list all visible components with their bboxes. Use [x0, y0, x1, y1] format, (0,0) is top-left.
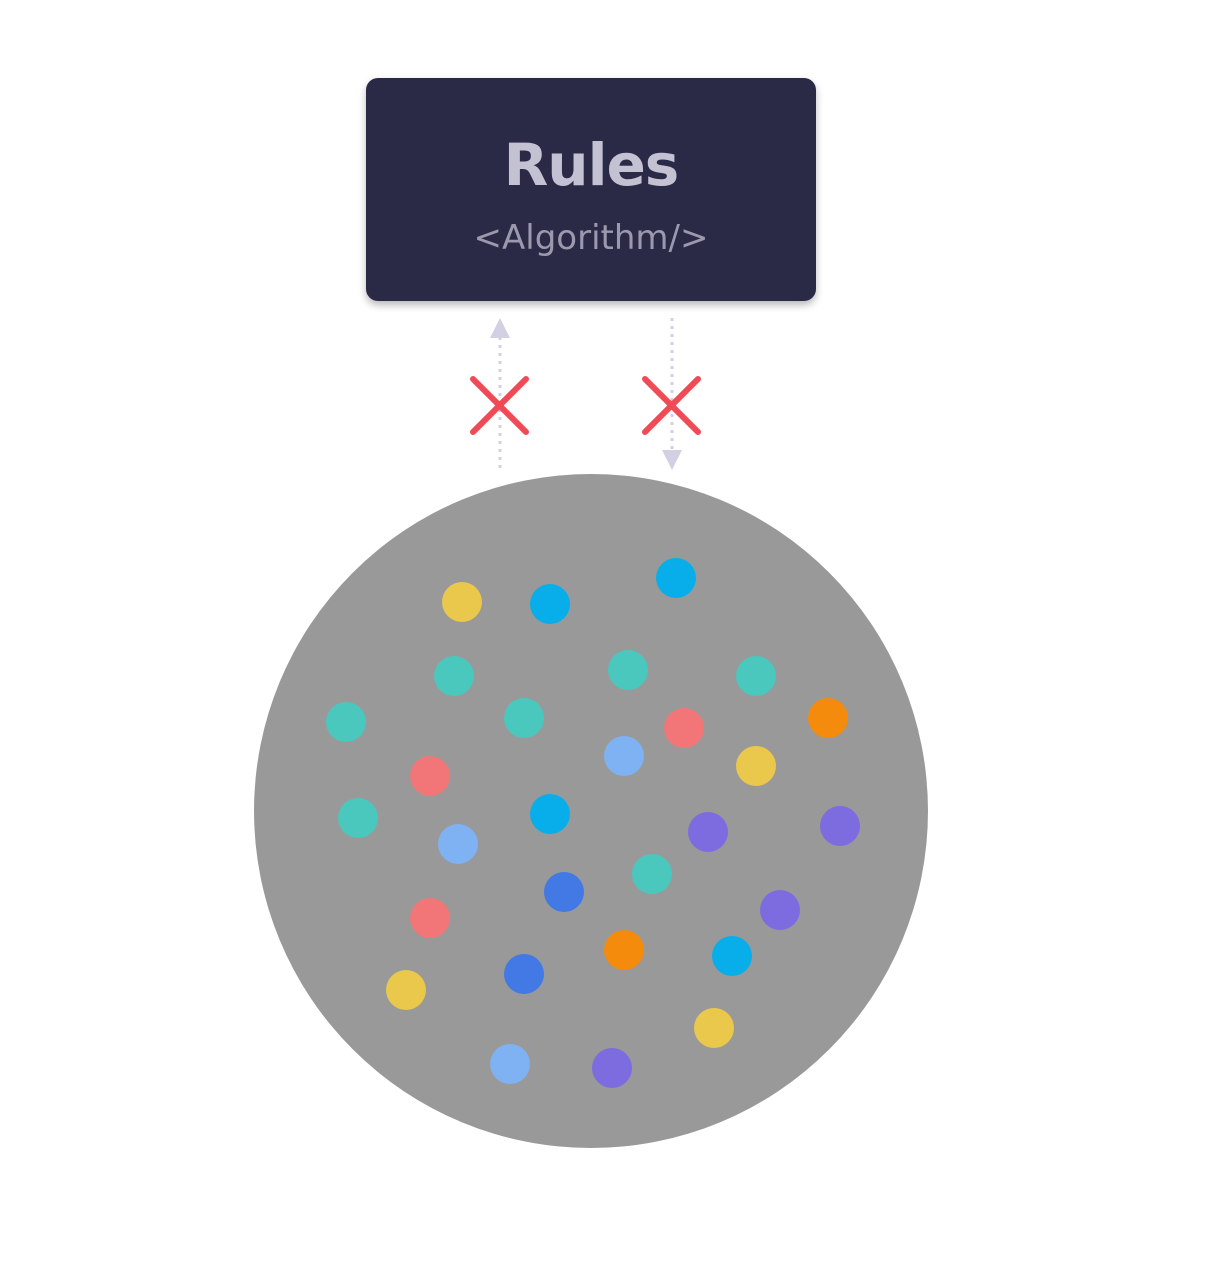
arrow-up-head-icon: [490, 318, 510, 338]
data-point: [608, 650, 648, 690]
data-point: [530, 794, 570, 834]
rules-title: Rules: [503, 131, 680, 199]
data-point: [760, 890, 800, 930]
data-point: [338, 798, 378, 838]
data-point: [530, 584, 570, 624]
data-point: [736, 746, 776, 786]
data-point: [592, 1048, 632, 1088]
data-point: [504, 698, 544, 738]
data-point: [386, 970, 426, 1010]
cross-icon: [470, 376, 529, 435]
arrow-down-from-rules: [662, 318, 682, 470]
cross-icon: [642, 376, 701, 435]
data-point: [434, 656, 474, 696]
data-point: [442, 582, 482, 622]
data-point: [712, 936, 752, 976]
rules-box: Rules <Algorithm/>: [366, 78, 816, 301]
data-point: [694, 1008, 734, 1048]
data-point: [438, 824, 478, 864]
arrow-down-head-icon: [662, 450, 682, 470]
arrow-up-to-rules: [490, 318, 510, 468]
data-point: [656, 558, 696, 598]
data-point: [664, 708, 704, 748]
data-point: [544, 872, 584, 912]
data-point: [808, 698, 848, 738]
data-point: [504, 954, 544, 994]
rules-subtitle: <Algorithm/>: [473, 218, 709, 258]
data-point: [604, 930, 644, 970]
data-point: [820, 806, 860, 846]
data-point: [632, 854, 672, 894]
data-point: [326, 702, 366, 742]
data-point: [688, 812, 728, 852]
data-point: [410, 756, 450, 796]
data-point: [604, 736, 644, 776]
data-point: [490, 1044, 530, 1084]
data-point: [410, 898, 450, 938]
data-points: [326, 558, 860, 1088]
data-point: [736, 656, 776, 696]
